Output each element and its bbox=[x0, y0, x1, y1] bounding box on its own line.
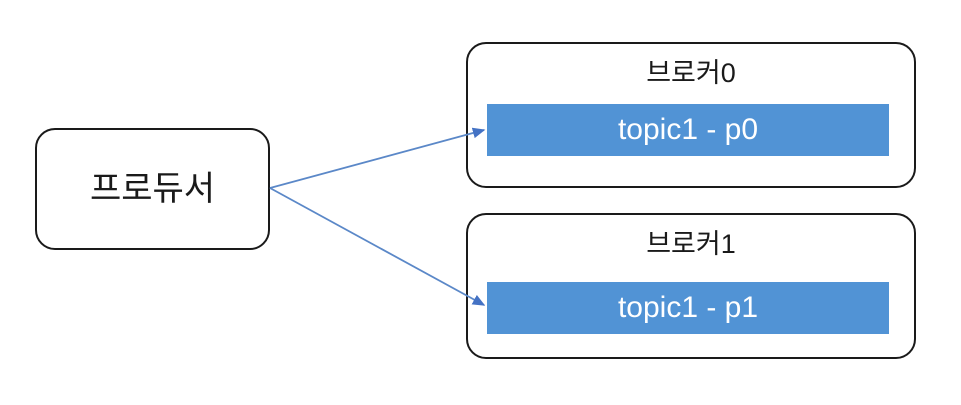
broker-node-1[interactable]: 브로커1 topic1 - p1 bbox=[466, 213, 916, 359]
connector-producer-to-broker1 bbox=[269, 187, 486, 306]
partition-bar-0[interactable]: topic1 - p0 bbox=[487, 104, 889, 156]
producer-node[interactable]: 프로듀서 bbox=[35, 128, 270, 250]
partition-label-1: topic1 - p1 bbox=[617, 291, 759, 324]
broker-title-0: 브로커0 bbox=[646, 58, 736, 88]
broker-node-0[interactable]: 브로커0 topic1 - p0 bbox=[466, 42, 916, 188]
producer-label: 프로듀서 bbox=[89, 170, 216, 208]
partition-bar-1[interactable]: topic1 - p1 bbox=[487, 282, 889, 334]
connector-producer-to-broker0 bbox=[269, 127, 486, 189]
partition-label-0: topic1 - p0 bbox=[617, 113, 759, 146]
broker-title-1: 브로커1 bbox=[646, 229, 736, 259]
